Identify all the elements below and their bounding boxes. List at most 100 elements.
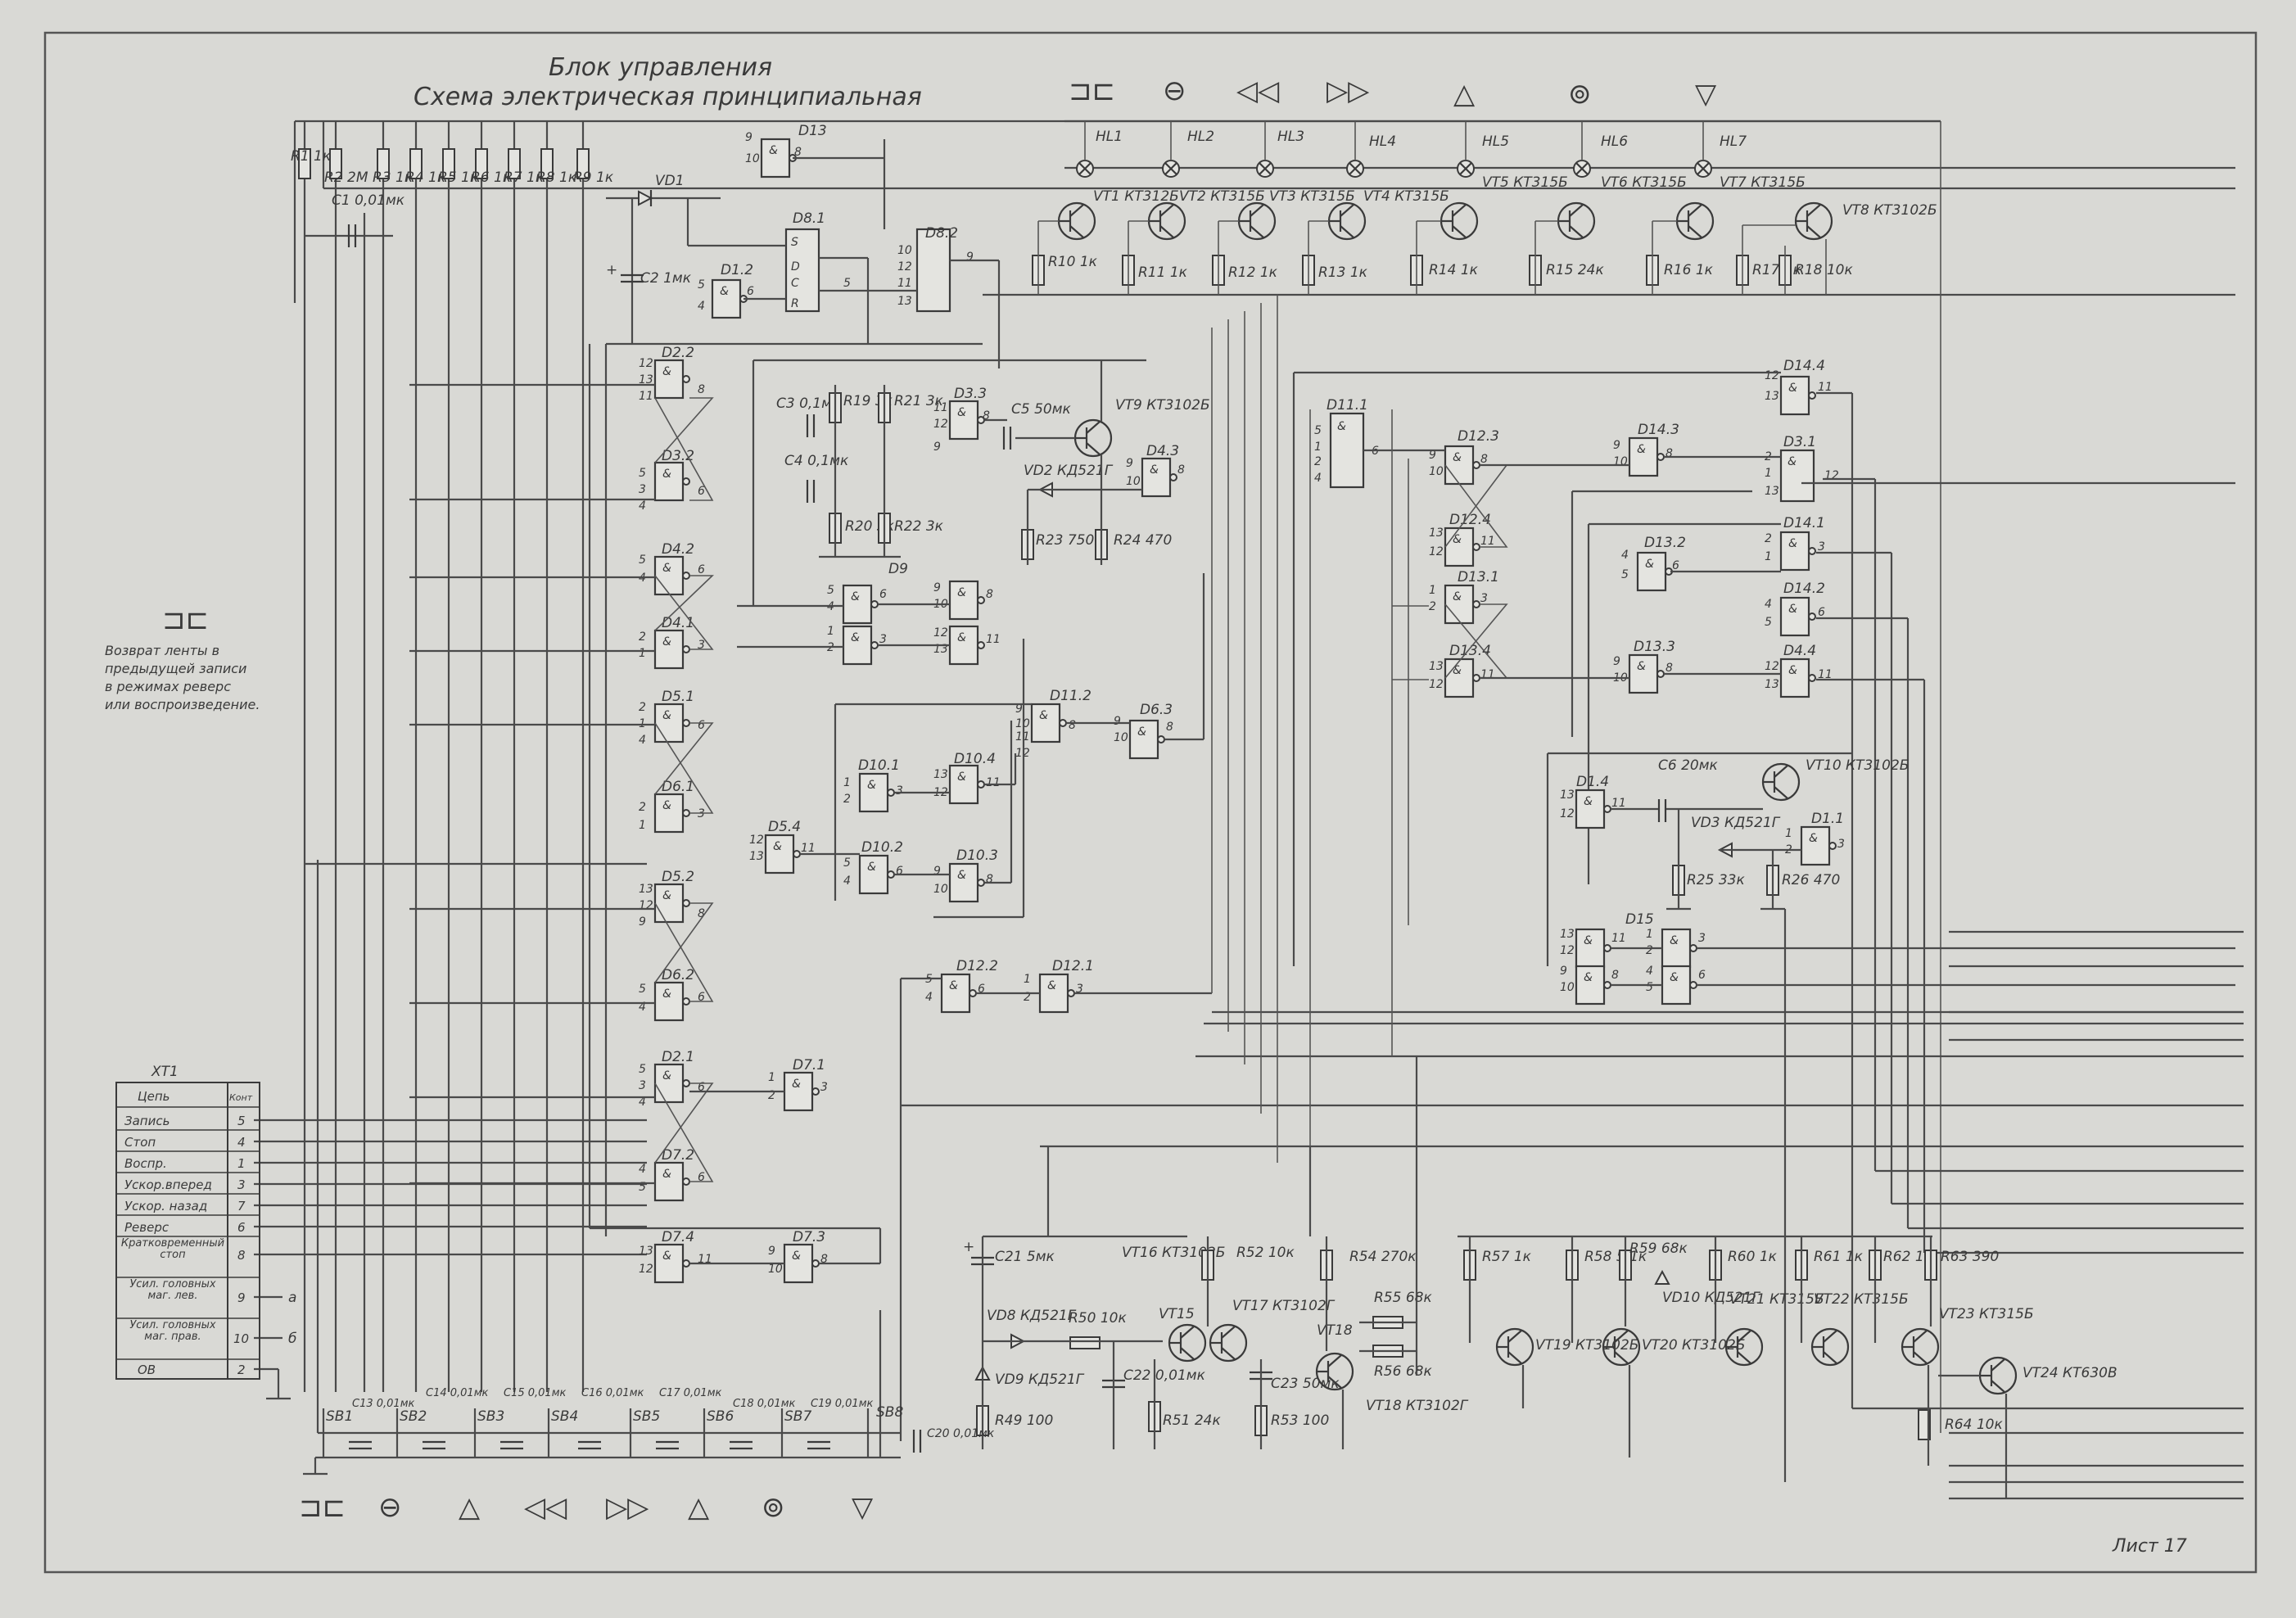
svg-text:4: 4 <box>639 1001 646 1014</box>
svg-text:9: 9 <box>745 131 753 144</box>
svg-text:9: 9 <box>1560 965 1567 978</box>
svg-text:C: C <box>791 277 799 290</box>
svg-text:+: + <box>606 262 617 278</box>
svg-text:C4 0,1мк: C4 0,1мк <box>784 453 849 469</box>
svg-text:8: 8 <box>237 1248 246 1263</box>
svg-text:HL2: HL2 <box>1187 129 1214 145</box>
svg-text:D5.1: D5.1 <box>662 689 694 705</box>
svg-text:C15 0,01мк: C15 0,01мк <box>504 1387 567 1399</box>
vertical-interconnects <box>1211 295 1429 1163</box>
svg-text:SB6: SB6 <box>707 1408 734 1425</box>
svg-text:VD10 КД521Г: VD10 КД521Г <box>1662 1290 1761 1306</box>
svg-text:5: 5 <box>639 467 646 480</box>
svg-text:11: 11 <box>639 390 653 403</box>
svg-text:6: 6 <box>698 485 705 498</box>
svg-text:SB8: SB8 <box>876 1404 903 1421</box>
svg-text:Конт: Конт <box>229 1092 253 1103</box>
svg-text:D4.2: D4.2 <box>662 541 694 558</box>
resistor-r3: R3 1к <box>373 121 414 213</box>
svg-text:11: 11 <box>1611 932 1626 945</box>
svg-text:R62 1к: R62 1к <box>1883 1249 1933 1265</box>
svg-text:9: 9 <box>1429 449 1436 462</box>
resistor-r26: R26 470 <box>1766 865 1840 896</box>
xt1-output-a: а <box>288 1290 296 1306</box>
switch-sb2: SB2 <box>395 1408 427 1458</box>
capacitor-c23: C23 50мк <box>1248 1371 1340 1392</box>
svg-text:R12 1к: R12 1к <box>1228 264 1278 281</box>
svg-text:2: 2 <box>1765 532 1772 545</box>
svg-text:1: 1 <box>1785 827 1792 840</box>
svg-text:11: 11 <box>1818 381 1833 394</box>
d8-wiring <box>606 139 1001 368</box>
svg-text:VT5 КТ315Б: VT5 КТ315Б <box>1482 174 1568 191</box>
svg-text:1: 1 <box>843 776 851 789</box>
resistor-r56: R56 68к <box>1372 1345 1432 1380</box>
xt1-row-common: ОВ <box>138 1363 156 1377</box>
note-symbol: ⊐⊏ <box>162 603 209 636</box>
svg-text:S: S <box>791 236 798 249</box>
svg-text:R56 68к: R56 68к <box>1374 1363 1432 1380</box>
svg-text:13: 13 <box>639 883 653 896</box>
resistor-r4: R4 1к <box>405 121 446 213</box>
mid-gate-wiring <box>801 573 1205 919</box>
led-hl3-stage: HL3 VT3 КТ315Б R12 1к <box>1212 121 1355 295</box>
svg-text:4: 4 <box>1646 965 1653 978</box>
transistor-vt23: VT23 КТ315Б <box>1901 1306 2034 1367</box>
capacitor-c21: C21 5мк+ <box>963 1239 1055 1266</box>
svg-text:2: 2 <box>1314 455 1322 468</box>
svg-text:6: 6 <box>698 719 705 732</box>
svg-text:SB7: SB7 <box>784 1408 811 1425</box>
svg-text:D3.3: D3.3 <box>954 386 987 402</box>
resistor-r2: R2 2М <box>324 121 368 213</box>
svg-text:C18 0,01мк: C18 0,01мк <box>733 1398 796 1410</box>
svg-text:R9 1к: R9 1к <box>573 169 614 186</box>
transistor-vt17: VT17 КТ3102Г <box>1209 1298 1336 1363</box>
svg-text:D12.2: D12.2 <box>956 958 998 974</box>
svg-text:VD3 КД521Г: VD3 КД521Г <box>1691 815 1781 831</box>
svg-text:3: 3 <box>639 1079 646 1092</box>
svg-text:D8.2: D8.2 <box>925 225 958 242</box>
svg-text:10: 10 <box>1429 465 1444 478</box>
svg-text:D10.2: D10.2 <box>861 839 903 856</box>
svg-text:D1.2: D1.2 <box>721 262 753 278</box>
xt1-wires <box>254 1119 647 1400</box>
capacitor-c14: C14 0,01мк <box>421 1387 489 1450</box>
svg-text:R14 1к: R14 1к <box>1429 262 1479 278</box>
svg-text:8: 8 <box>1177 463 1185 477</box>
svg-text:SB5: SB5 <box>633 1408 660 1425</box>
vt8-stage: VT8 КТ3102Б R17 1к R18 10к <box>1736 121 1941 1433</box>
svg-text:9: 9 <box>933 581 941 594</box>
bottom-analog-section: C21 5мк+ VD8 КД521Г VD9 КД521Г R49 100 R… <box>963 1056 2117 1498</box>
svg-text:D13: D13 <box>798 123 827 139</box>
svg-text:5: 5 <box>827 584 834 597</box>
resistor-r60: R60 1к <box>1709 1249 1778 1281</box>
svg-text:3: 3 <box>1480 592 1488 605</box>
svg-text:12: 12 <box>749 834 764 847</box>
svg-text:9: 9 <box>1015 703 1023 716</box>
xt1-row-head-amp-right: Усил. головных маг. прав. <box>129 1320 216 1343</box>
svg-text:R23 750к: R23 750к <box>1036 532 1103 549</box>
svg-text:5: 5 <box>1621 568 1629 581</box>
svg-text:D7.4: D7.4 <box>662 1229 694 1245</box>
svg-text:HL5: HL5 <box>1482 133 1509 150</box>
svg-text:1: 1 <box>1314 441 1322 454</box>
svg-text:8: 8 <box>1480 453 1488 466</box>
svg-text:6: 6 <box>747 285 754 298</box>
capacitor-c13: C13 0,01мк <box>347 1398 415 1450</box>
svg-text:2: 2 <box>639 801 646 814</box>
svg-text:9: 9 <box>237 1290 246 1305</box>
capacitor-c2: C2 1мк + <box>606 198 692 344</box>
